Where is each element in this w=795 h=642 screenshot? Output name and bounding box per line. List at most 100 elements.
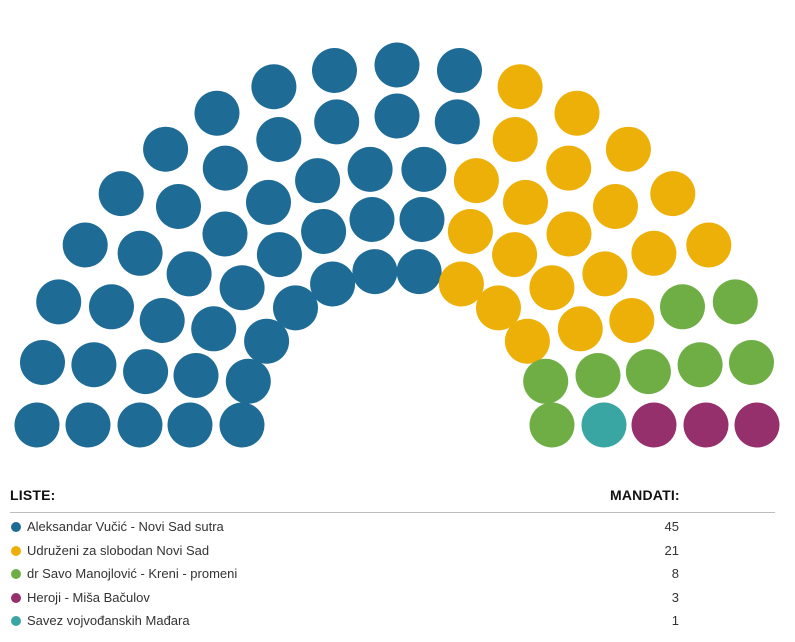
seat-marker <box>631 230 677 276</box>
party-name: Savez vojvođanskih Mađara <box>27 613 190 628</box>
legend-row-udruzeni: Udruženi za slobodan Novi Sad 21 <box>0 540 795 564</box>
seat-marker <box>143 126 189 172</box>
seat-marker <box>123 349 169 395</box>
seat-marker <box>683 402 729 448</box>
seat-marker <box>492 232 538 278</box>
seat-marker <box>194 90 240 136</box>
party-color-dot <box>11 545 21 556</box>
seat-marker <box>729 340 774 385</box>
seat-marker <box>546 211 592 257</box>
seat-marker <box>219 265 265 311</box>
seat-marker <box>523 358 569 404</box>
party-seats: 45 <box>664 519 679 534</box>
seat-marker <box>401 146 447 192</box>
seat-marker <box>734 402 780 448</box>
seat-marker <box>117 230 163 276</box>
seat-marker <box>625 349 671 395</box>
seat-marker <box>396 249 442 295</box>
seat-marker <box>173 353 219 398</box>
seat-marker <box>529 402 575 448</box>
seat-marker <box>399 197 445 242</box>
seat-marker <box>438 261 484 307</box>
seat-marker <box>65 402 111 448</box>
legend-divider <box>10 512 775 513</box>
party-name: Aleksandar Vučić - Novi Sad sutra <box>27 519 224 534</box>
seat-marker <box>437 48 482 93</box>
party-seats: 3 <box>671 589 679 605</box>
seat-marker <box>686 222 732 268</box>
seat-marker <box>349 197 395 242</box>
seat-marker <box>374 93 420 139</box>
seat-marker <box>166 251 212 297</box>
party-seats: 1 <box>671 613 679 628</box>
legend-row-heroji: Heroji - Miša Bačulov 3 <box>0 587 795 611</box>
seat-marker <box>557 306 603 352</box>
seat-marker <box>251 64 297 110</box>
seat-marker <box>631 402 677 448</box>
seat-marker <box>554 90 600 136</box>
party-name: Udruženi za slobodan Novi Sad <box>27 542 210 558</box>
seat-marker <box>62 222 108 268</box>
seat-marker <box>529 265 575 311</box>
seat-marker <box>167 402 213 448</box>
seat-marker <box>352 249 398 295</box>
seat-marker <box>295 158 341 204</box>
legend-header: LISTE: MANDATI: <box>0 478 795 512</box>
legend-row-vucic: Aleksandar Vučić - Novi Sad sutra 45 <box>0 516 795 540</box>
legend: LISTE: MANDATI: Aleksandar Vučić - Novi … <box>0 478 795 628</box>
legend-row-kreni-promeni: dr Savo Manojlović - Kreni - promeni 8 <box>0 563 795 587</box>
party-color-dot <box>11 522 21 532</box>
party-seats: 21 <box>664 542 679 558</box>
parliament-seat-chart <box>14 42 780 448</box>
seat-marker <box>503 179 548 225</box>
party-name: Heroji - Miša Bačulov <box>27 589 150 605</box>
seat-marker <box>712 279 758 325</box>
seat-marker <box>246 179 291 225</box>
seat-marker <box>492 117 538 162</box>
seat-marker <box>546 145 592 191</box>
seat-marker <box>504 318 550 364</box>
seat-marker <box>447 209 493 254</box>
lists-header: LISTE: <box>10 487 56 503</box>
seat-marker <box>312 48 357 93</box>
seat-marker <box>476 285 521 331</box>
seat-marker <box>20 340 65 385</box>
seat-marker <box>244 318 290 364</box>
seat-marker <box>605 126 651 172</box>
seat-marker <box>89 284 134 330</box>
seat-marker <box>314 99 360 145</box>
seat-marker <box>273 285 318 331</box>
seats-header: MANDATI: <box>610 487 680 503</box>
seat-marker <box>609 298 655 343</box>
seat-marker <box>434 99 480 145</box>
seat-marker <box>98 171 144 217</box>
seat-marker <box>139 298 185 343</box>
seat-marker <box>301 209 347 254</box>
party-color-dot <box>11 592 21 603</box>
seat-marker <box>347 146 393 192</box>
seat-marker <box>256 232 302 278</box>
seat-marker <box>14 402 60 448</box>
seat-marker <box>374 42 420 88</box>
seat-marker <box>202 145 248 191</box>
seat-marker <box>156 184 201 229</box>
party-name: dr Savo Manojlović - Kreni - promeni <box>27 566 238 581</box>
legend-row-svm: Savez vojvođanskih Mađara 1 <box>0 610 795 634</box>
seat-marker <box>581 402 627 448</box>
seat-marker <box>71 342 117 388</box>
seat-marker <box>650 171 696 217</box>
seat-marker <box>453 158 499 204</box>
party-seats: 8 <box>671 566 679 581</box>
seat-marker <box>117 402 163 448</box>
seat-marker <box>310 261 356 307</box>
seat-marker <box>219 402 265 448</box>
seat-marker <box>225 358 271 404</box>
seat-marker <box>191 306 237 352</box>
seat-marker <box>256 117 302 162</box>
seat-marker <box>575 353 621 398</box>
seat-marker <box>202 211 248 257</box>
party-color-dot <box>11 616 21 626</box>
seat-marker <box>582 251 628 297</box>
seat-marker <box>497 64 543 110</box>
legend-rows: Aleksandar Vučić - Novi Sad sutra 45 Udr… <box>0 516 795 634</box>
